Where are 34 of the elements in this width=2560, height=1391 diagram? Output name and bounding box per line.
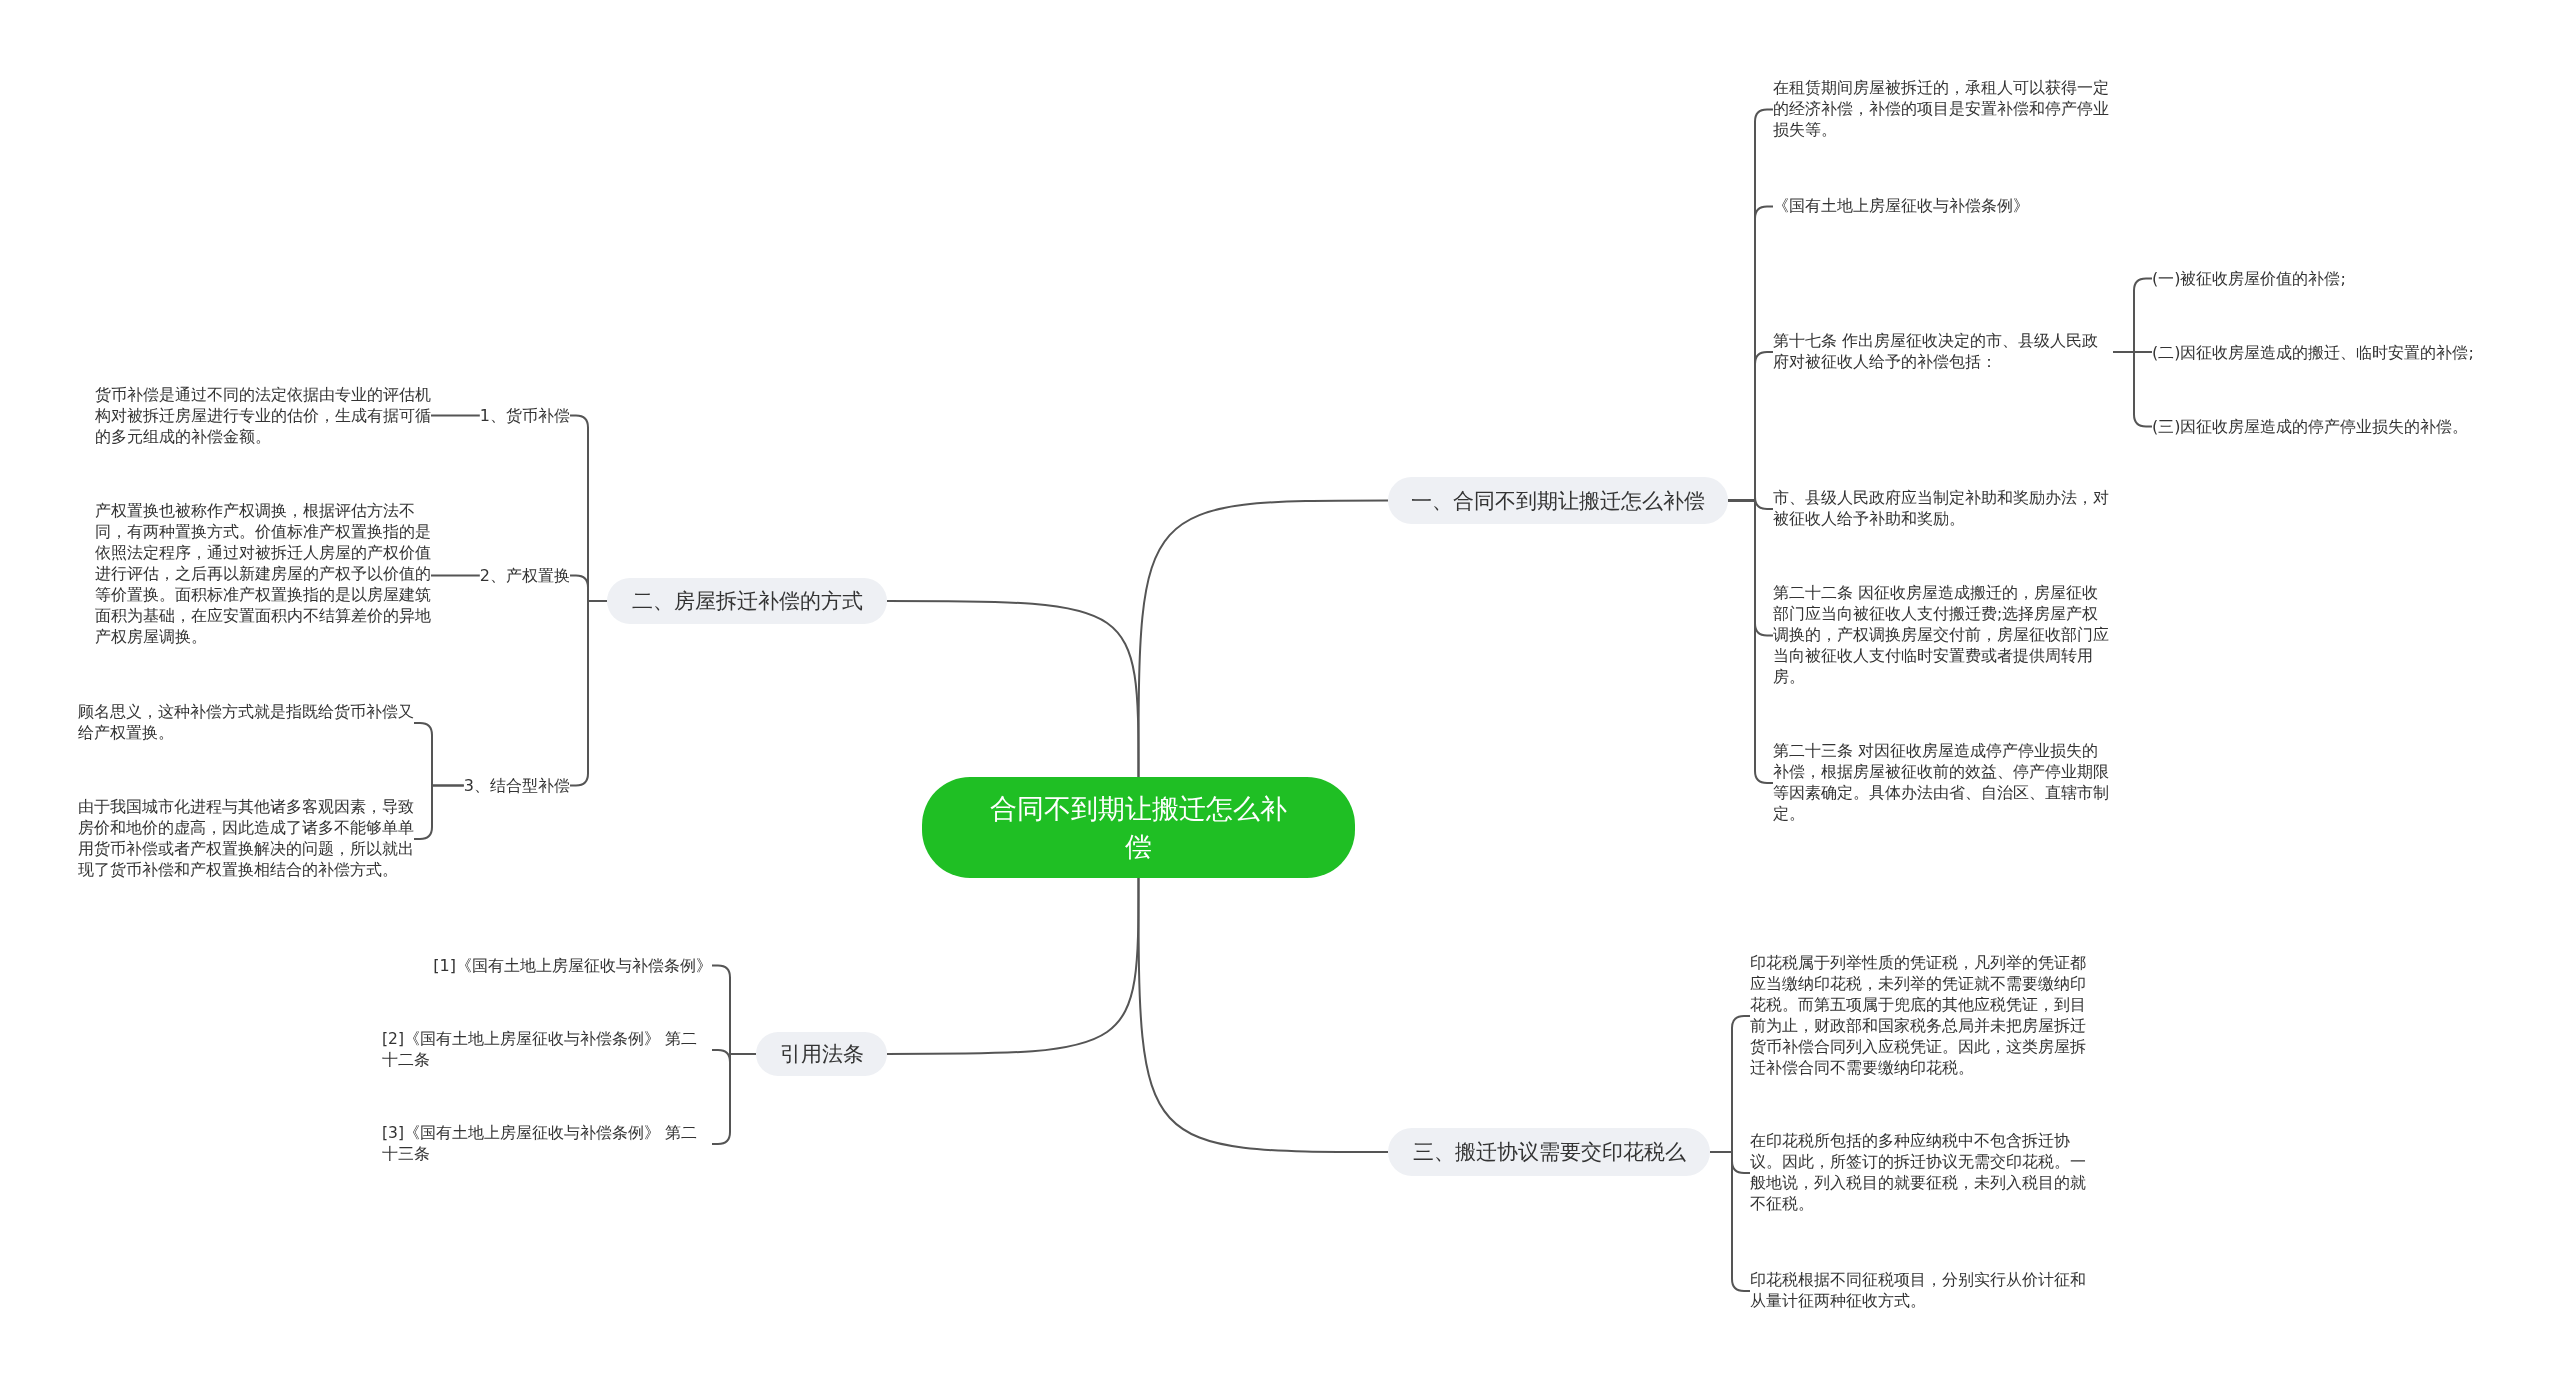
branch-line bbox=[1137, 499, 1389, 778]
note-text: 印花税根据不同征税项目，分别实行从价计征和从量计征两种征收方式。 bbox=[1750, 1270, 2090, 1312]
topic-pill: 三、搬迁协议需要交印花税么 bbox=[1388, 1128, 1710, 1176]
note-text: 在租赁期间房屋被拆迁的，承租人可以获得一定的经济补偿，补偿的项目是安置补偿和停产停业损失等。 bbox=[1773, 78, 2113, 141]
topic-pill: 二、房屋拆迁补偿的方式 bbox=[607, 578, 887, 624]
note-text: 顾名思义，这种补偿方式就是指既给货币补偿又给产权置换。 bbox=[78, 702, 414, 744]
note-text: 产权置换也被称作产权调换，根据评估方法不同，有两种置换方式。价值标准产权置换指的是依照法定程序，通过对被拆迁人房屋的产权价值进行评估，之后再以新建房屋的产权予以价值的等价置换。面积标准产权置换指的是以房屋建筑面积为基础，在应安置面积内不结算差价的异地产权房屋调换。 bbox=[95, 501, 431, 648]
subtopic-label: [1]《国有土地上房屋征收与补偿条例》 bbox=[433, 955, 712, 976]
note-text: 由于我国城市化进程与其他诸多客观因素，导致房价和地价的虚高，因此造成了诸多不能够单单用货币补偿或者产权置换解决的问题，所以就出现了货币补偿和产权置换相结合的补偿方式。 bbox=[78, 797, 414, 881]
subtopic-label: (二)因征收房屋造成的搬迁、临时安置的补偿; bbox=[2152, 342, 2474, 363]
branch-line bbox=[1727, 499, 1774, 784]
central-topic-box: 合同不到期让搬迁怎么补偿 bbox=[922, 777, 1355, 878]
note-text: 第二十二条 因征收房屋造成搬迁的，房屋征收部门应当向被征收人支付搬迁费;选择房屋产权调换的，产权调换房屋交付前，房屋征收部门应当向被征收人支付临时安置费或者提供周转用房。 bbox=[1773, 583, 2113, 688]
subtopic-label: 3、结合型补偿 bbox=[463, 775, 570, 796]
branch-line bbox=[430, 574, 481, 577]
topic-pill: 一、合同不到期让搬迁怎么补偿 bbox=[1388, 477, 1728, 524]
subtopic-label: 2、产权置换 bbox=[479, 565, 570, 586]
note-text: [2]《国有土地上房屋征收与补偿条例》 第二十二条 bbox=[382, 1029, 712, 1071]
note-text: 货币补偿是通过不同的法定依据由专业的评估机构对被拆迁房屋进行专业的估价，生成有据可循的多元组成的补偿金额。 bbox=[95, 385, 431, 448]
branch-line bbox=[1137, 877, 1389, 1153]
note-text: 市、县级人民政府应当制定补助和奖励办法，对被征收人给予补助和奖励。 bbox=[1773, 488, 2113, 530]
subtopic-label: (三)因征收房屋造成的停产停业损失的补偿。 bbox=[2152, 416, 2469, 437]
subtopic-label: (一)被征收房屋价值的补偿; bbox=[2152, 268, 2346, 289]
branch-line bbox=[886, 877, 1140, 1055]
note-text: 《国有土地上房屋征收与补偿条例》 bbox=[1773, 196, 2113, 217]
topic-pill: 引用法条 bbox=[756, 1032, 887, 1076]
note-text: 第二十三条 对因征收房屋造成停产停业损失的补偿，根据房屋被征收前的效益、停产停业期限等因素确定。具体办法由省、自治区、直辖市制定。 bbox=[1773, 741, 2113, 825]
subtopic-label: 1、货币补偿 bbox=[479, 405, 570, 426]
note-text: 在印花税所包括的多种应纳税中不包含拆迁协议。因此，所签订的拆迁协议无需交印花税。一般地说，列入税目的就要征税，未列入税目的就不征税。 bbox=[1750, 1131, 2090, 1215]
branch-line bbox=[886, 600, 1140, 778]
note-text: 第十七条 作出房屋征收决定的市、县级人民政府对被征收人给予的补偿包括： bbox=[1773, 331, 2113, 373]
branch-line bbox=[430, 414, 481, 417]
note-text: [3]《国有土地上房屋征收与补偿条例》 第二十三条 bbox=[382, 1123, 712, 1165]
note-text: 印花税属于列举性质的凭证税，凡列举的凭证都应当缴纳印花税，未列举的凭证就不需要缴纳印花税。而第五项属于兜底的其他应税凭证，到目前为止，财政部和国家税务总局并未把房屋拆迁货币补偿合同列入应税凭证。因此，这类房屋拆迁补偿合同不需要缴纳印花税。 bbox=[1750, 953, 2090, 1079]
